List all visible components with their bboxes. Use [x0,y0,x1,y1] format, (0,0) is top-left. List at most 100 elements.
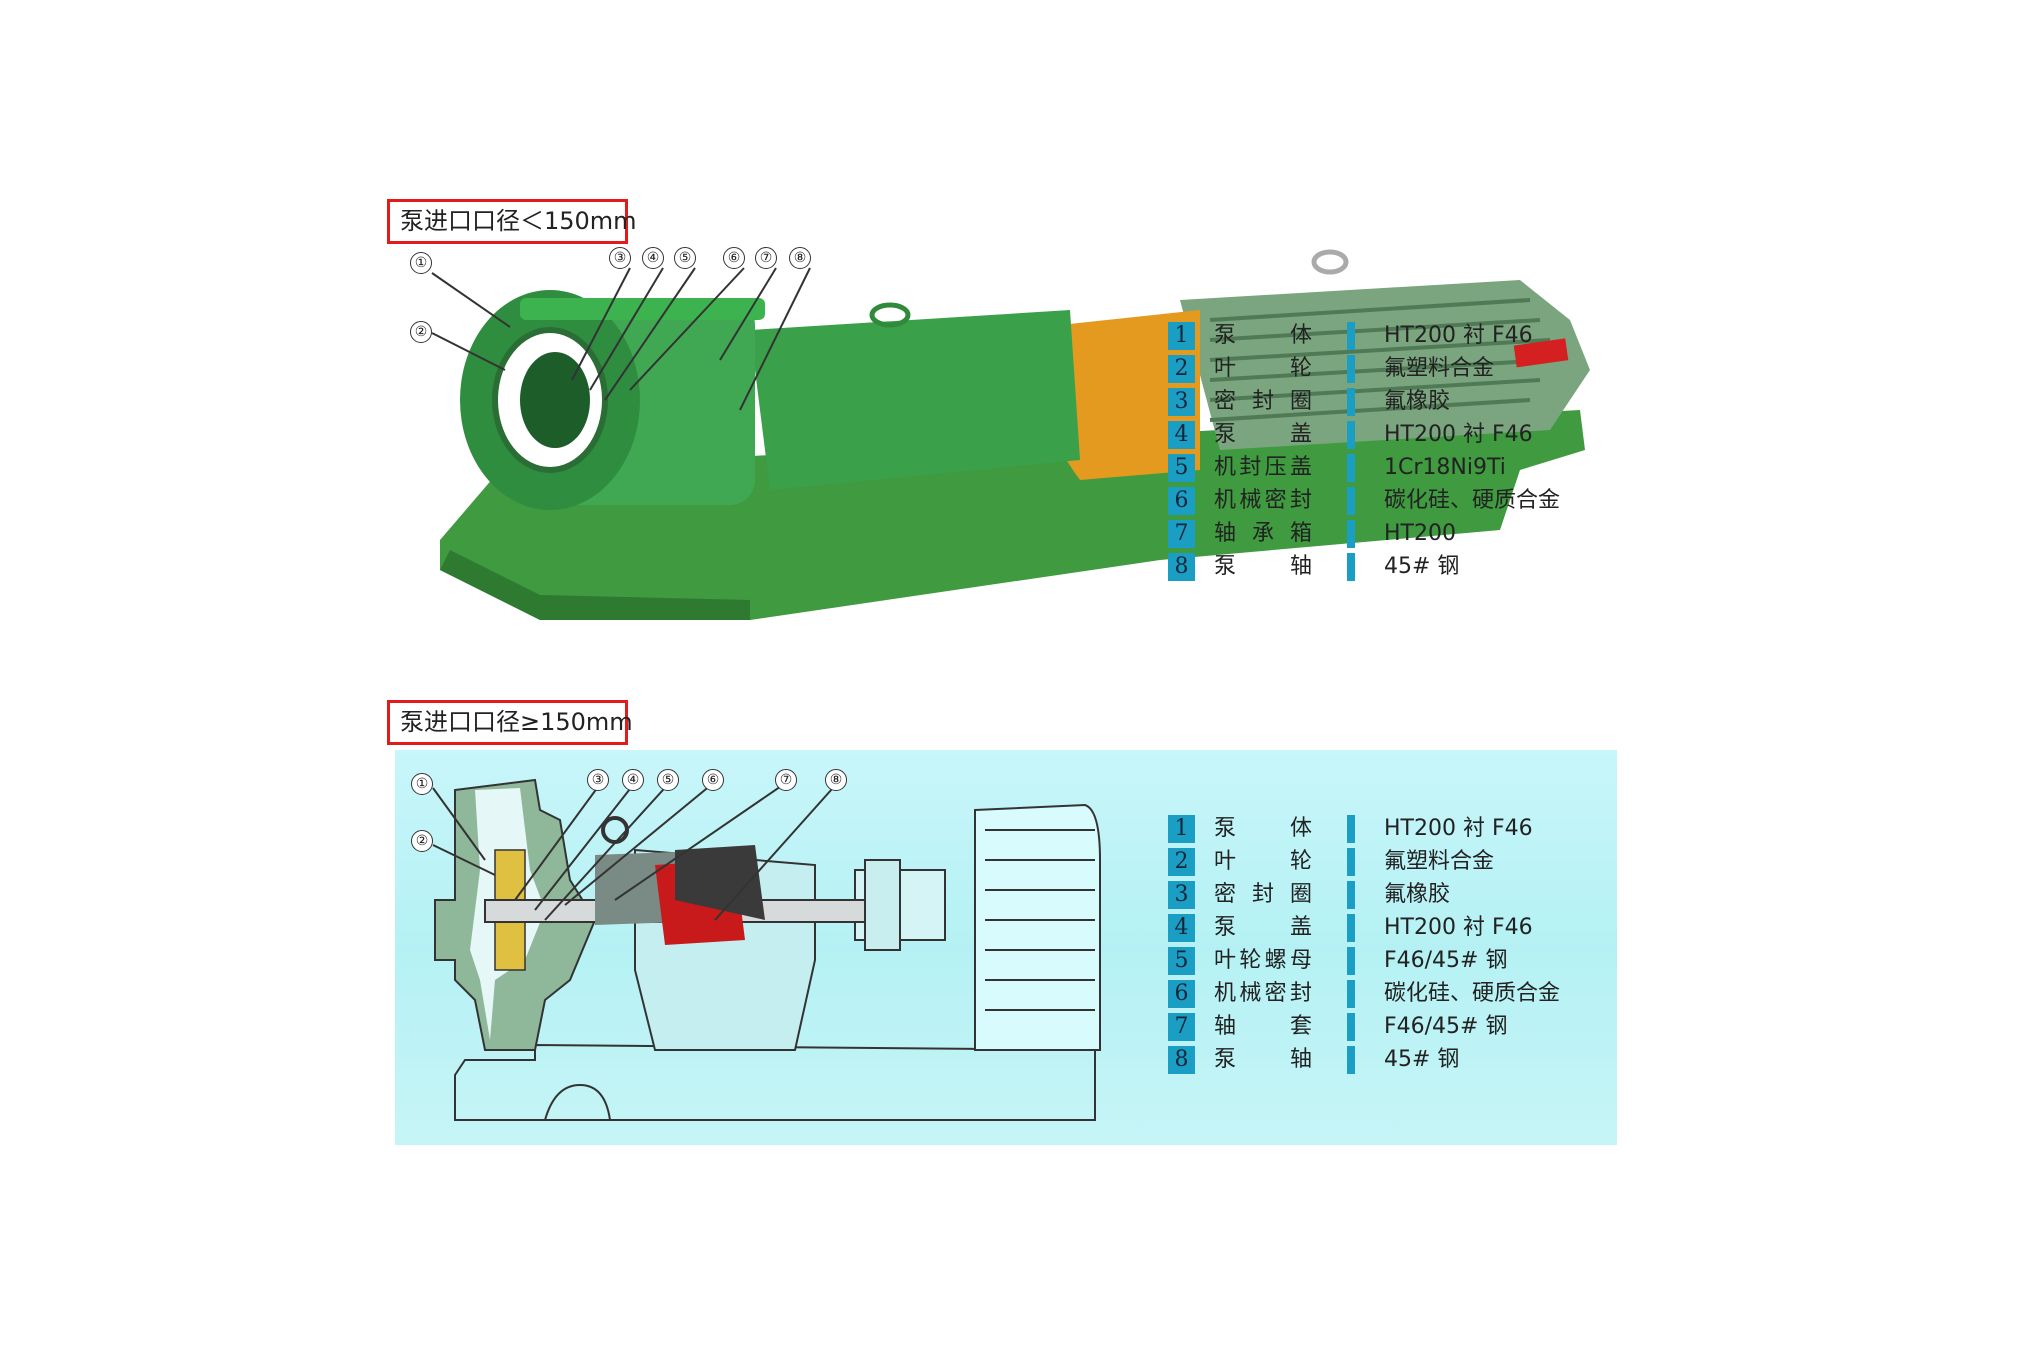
part-number: 2 [1168,355,1195,383]
callout-5: ⑤ [657,769,679,791]
part-number: 5 [1168,454,1195,482]
part-material: 氟塑料合金 [1384,356,1495,381]
part-name: 机械密封 [1214,488,1312,513]
part-material: HT200 衬 F46 [1384,323,1533,348]
part-name: 泵体 [1214,323,1312,348]
divider [1347,815,1355,843]
callout-7: ⑦ [775,769,797,791]
parts-row: 1 泵体 HT200 衬 F46 [1168,322,1628,352]
part-number: 3 [1168,881,1195,909]
part-material: HT200 [1384,521,1456,546]
divider [1347,881,1355,909]
part-name: 泵轴 [1214,1047,1312,1072]
part-number: 8 [1168,1046,1195,1074]
part-material: 碳化硅、硬质合金 [1384,488,1561,513]
part-material: F46/45# 钢 [1384,948,1508,973]
divider [1347,388,1355,416]
part-material: F46/45# 钢 [1384,1014,1508,1039]
part-number: 8 [1168,553,1195,581]
part-name: 叶轮螺母 [1214,948,1312,973]
parts-row: 7 轴承箱 HT200 [1168,520,1628,550]
part-number: 3 [1168,388,1195,416]
coupling-guard [1044,310,1200,480]
callout-6: ⑥ [723,247,745,269]
part-material: HT200 衬 F46 [1384,816,1533,841]
part-name: 泵盖 [1214,422,1312,447]
part-material: 碳化硅、硬质合金 [1384,981,1561,1006]
parts-row: 6 机械密封 碳化硅、硬质合金 [1168,980,1628,1010]
divider [1347,848,1355,876]
callout-1: ① [410,252,432,274]
callout-3: ③ [609,247,631,269]
part-number: 4 [1168,914,1195,942]
callout-2: ② [410,321,432,343]
pump-photo-small-inlet [431,249,1590,620]
callout-8: ⑧ [825,769,847,791]
parts-row: 3 密封圈 氟橡胶 [1168,881,1628,911]
divider [1347,914,1355,942]
divider [1347,487,1355,515]
callout-4: ④ [642,247,664,269]
part-name: 密封圈 [1214,882,1312,907]
divider [1347,454,1355,482]
parts-row: 3 密封圈 氟橡胶 [1168,388,1628,418]
callout-5: ⑤ [674,247,696,269]
parts-row: 4 泵盖 HT200 衬 F46 [1168,421,1628,451]
part-name: 叶轮 [1214,849,1312,874]
part-material: 1Cr18Ni9Ti [1384,455,1506,480]
part-name: 泵盖 [1214,915,1312,940]
part-name: 密封圈 [1214,389,1312,414]
part-material: 氟塑料合金 [1384,849,1495,874]
section-label-large-inlet: 泵进口口径≥150mm [387,700,633,745]
part-name: 机械密封 [1214,981,1312,1006]
callout-8: ⑧ [789,247,811,269]
parts-row: 4 泵盖 HT200 衬 F46 [1168,914,1628,944]
part-number: 7 [1168,1013,1195,1041]
pump-cross-section-diagram [432,778,1101,1121]
divider [1347,1013,1355,1041]
callout-3: ③ [587,769,609,791]
divider [1347,980,1355,1008]
part-material: HT200 衬 F46 [1384,915,1533,940]
parts-row: 2 叶轮 氟塑料合金 [1168,848,1628,878]
callout-6: ⑥ [702,769,724,791]
part-number: 1 [1168,815,1195,843]
part-number: 4 [1168,421,1195,449]
divider [1347,520,1355,548]
part-name: 轴套 [1214,1014,1312,1039]
part-name: 轴承箱 [1214,521,1312,546]
parts-row: 6 机械密封 碳化硅、硬质合金 [1168,487,1628,517]
part-material: 氟橡胶 [1384,389,1451,414]
parts-row: 8 泵轴 45# 钢 [1168,553,1628,583]
callout-7: ⑦ [755,247,777,269]
part-number: 1 [1168,322,1195,350]
parts-row: 7 轴套 F46/45# 钢 [1168,1013,1628,1043]
part-number: 6 [1168,980,1195,1008]
divider [1347,421,1355,449]
part-name: 泵轴 [1214,554,1312,579]
parts-row: 5 机封压盖 1Cr18Ni9Ti [1168,454,1628,484]
divider [1347,1046,1355,1074]
divider [1347,553,1355,581]
callout-2: ② [411,830,433,852]
part-number: 6 [1168,487,1195,515]
divider [1347,355,1355,383]
callout-1: ① [411,773,433,795]
divider [1347,322,1355,350]
section-label-small-inlet: 泵进口口径＜150mm [387,199,637,244]
callout-4: ④ [622,769,644,791]
part-material: HT200 衬 F46 [1384,422,1533,447]
part-material: 45# 钢 [1384,554,1460,579]
part-number: 5 [1168,947,1195,975]
parts-row: 5 叶轮螺母 F46/45# 钢 [1168,947,1628,977]
divider [1347,947,1355,975]
part-name: 泵体 [1214,816,1312,841]
parts-row: 1 泵体 HT200 衬 F46 [1168,815,1628,845]
part-name: 机封压盖 [1214,455,1312,480]
part-material: 氟橡胶 [1384,882,1451,907]
part-number: 2 [1168,848,1195,876]
part-number: 7 [1168,520,1195,548]
